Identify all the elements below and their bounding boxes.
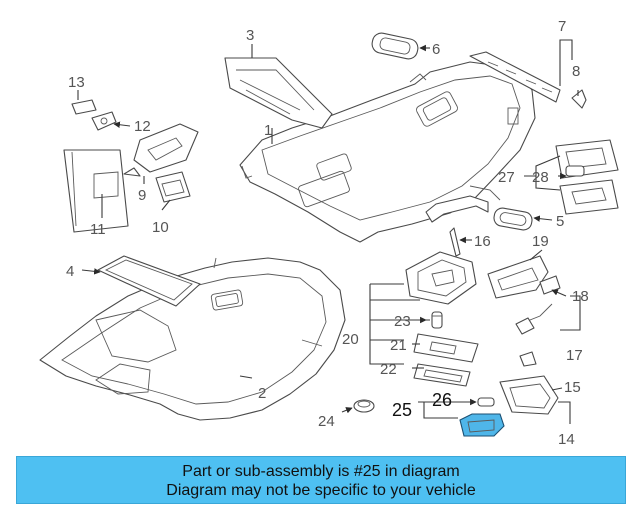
part-26-bulb — [477, 397, 495, 407]
grab-handle — [425, 195, 489, 257]
callout-2: 2 — [258, 385, 266, 402]
callout-5: 5 — [556, 213, 564, 230]
headliner-upper — [239, 61, 536, 243]
highlighted-part-25 — [459, 413, 505, 437]
callout-16: 16 — [474, 233, 491, 250]
info-banner: Part or sub-assembly is #25 in diagram D… — [16, 456, 626, 504]
visor-assembly — [63, 149, 129, 233]
callout-22: 22 — [380, 361, 397, 378]
small-bracket — [71, 99, 97, 115]
overhead-console-right — [555, 139, 619, 215]
callout-9: 9 — [138, 187, 146, 204]
callout-19: 19 — [532, 233, 549, 250]
overhead-console — [405, 251, 477, 305]
callout-11: 11 — [90, 221, 106, 238]
clip — [571, 89, 587, 109]
trim-panel — [224, 57, 333, 129]
callout-18: 18 — [572, 288, 589, 305]
callout-21: 21 — [390, 337, 407, 354]
callout-3: 3 — [246, 27, 254, 44]
callout-7: 7 — [558, 18, 566, 35]
leader-lines — [77, 39, 581, 424]
console-bracket — [487, 255, 549, 299]
parts-diagram: 1 2 3 4 5 6 7 8 9 10 11 12 13 14 15 16 1… — [39, 18, 619, 448]
callout-15: 15 — [564, 379, 581, 396]
callout-17: 17 — [566, 347, 583, 364]
callout-23: 23 — [394, 313, 411, 330]
console-lamp-lens — [413, 333, 479, 363]
callout-20: 20 — [342, 331, 359, 348]
callout-14: 14 — [558, 431, 575, 448]
callout-1: 1 — [264, 122, 272, 139]
bracket-strip — [469, 51, 561, 103]
callout-13: 13 — [68, 74, 85, 91]
visor-holder — [123, 123, 199, 177]
console-panel — [413, 363, 471, 387]
callout-6: 6 — [432, 41, 440, 58]
visor-clip — [155, 171, 191, 203]
console-switch — [431, 311, 443, 329]
callout-4: 4 — [66, 263, 74, 280]
rear-lamp — [499, 351, 559, 415]
banner-line-disclaimer: Diagram may not be specific to your vehi… — [166, 482, 476, 499]
grommet — [353, 399, 375, 413]
callout-12: 12 — [134, 118, 151, 135]
callout-25: 25 — [392, 400, 412, 420]
callout-10: 10 — [152, 219, 169, 236]
banner-line-part: Part or sub-assembly is #25 in diagram — [182, 463, 460, 480]
headliner-lower — [39, 257, 346, 421]
sunroof-glass — [97, 255, 201, 307]
map-lamp — [371, 32, 419, 60]
callout-26: 26 — [432, 390, 452, 410]
callout-27: 27 — [498, 169, 515, 186]
callout-28: 28 — [532, 169, 549, 186]
callout-labels: 1 2 3 4 5 6 7 8 9 10 11 12 13 14 15 16 1… — [66, 18, 589, 448]
lamp-lens — [493, 207, 533, 231]
callout-24: 24 — [318, 413, 335, 430]
visor-screw — [91, 111, 117, 131]
callout-8: 8 — [572, 63, 580, 80]
